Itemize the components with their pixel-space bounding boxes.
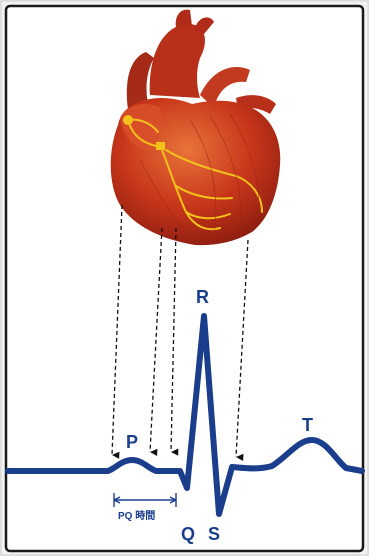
label-p-wave: P bbox=[126, 432, 138, 452]
label-r-wave: R bbox=[196, 287, 209, 307]
label-t-wave: T bbox=[302, 415, 313, 435]
label-s-wave: S bbox=[208, 524, 220, 544]
label-pq-interval: PQ 時間 bbox=[118, 509, 155, 522]
av-node bbox=[156, 142, 165, 150]
label-q-wave: Q bbox=[181, 524, 195, 544]
